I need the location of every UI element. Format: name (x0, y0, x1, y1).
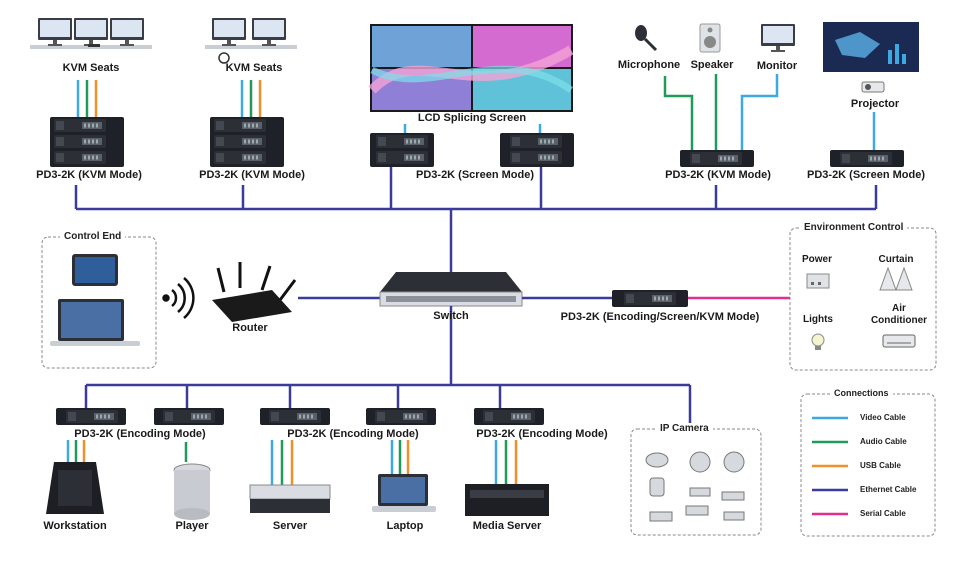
pd3-screen-2-label: PD3-2K (Screen Mode) (807, 169, 925, 181)
lcd-screen-label: LCD Splicing Screen (417, 112, 527, 124)
control-end-box (41, 236, 157, 369)
control-end-title: Control End (60, 231, 126, 242)
environment-title: Environment Control (800, 222, 908, 233)
kvm-seats-1-label: KVM Seats (62, 62, 120, 74)
microphone-label: Microphone (617, 59, 681, 71)
kvm-seats-2 (205, 18, 297, 64)
laptop-icon (372, 474, 436, 512)
pd3-enc-1-label: PD3-2K (Encoding Mode) (74, 428, 206, 440)
lcd-splicing-screen (368, 24, 574, 112)
kvm-seats-1 (30, 18, 152, 49)
kvm-seats-2-label: KVM Seats (225, 62, 283, 74)
top-ethernet-bus (74, 167, 878, 272)
air-conditioner-label: Air Conditioner (870, 303, 928, 326)
projector-screen (823, 22, 919, 72)
pd3-screen-1-label: PD3-2K (Screen Mode) (416, 169, 534, 181)
workstation-icon (46, 462, 104, 514)
pd3-kvm-2-label: PD3-2K (KVM Mode) (199, 169, 305, 181)
workstation-label: Workstation (43, 520, 107, 532)
pd3-multi-unit (612, 290, 688, 307)
speaker-icon (699, 23, 721, 53)
power-icon (806, 273, 830, 289)
switch-label: Switch (433, 310, 469, 322)
switch-icon (379, 272, 523, 307)
router-label: Router (232, 322, 268, 334)
device-cables (66, 440, 518, 485)
pd3-enc-2-label: PD3-2K (Encoding Mode) (287, 428, 419, 440)
lcd-cables (403, 124, 542, 133)
microphone-icon (635, 25, 658, 52)
monitor-label: Monitor (756, 60, 798, 72)
curtain-icon (879, 266, 913, 291)
router-icon (212, 262, 297, 322)
pd3-kvm-3-label: PD3-2K (KVM Mode) (665, 169, 771, 181)
legend-label-ethernet: Ethernet Cable (860, 485, 917, 494)
speaker-label: Speaker (690, 59, 734, 71)
media-server-icon (465, 484, 549, 516)
pd3-screen-unit-2 (830, 150, 904, 167)
air-conditioner-icon (882, 334, 916, 348)
pd3-kvm-1-label: PD3-2K (KVM Mode) (36, 169, 142, 181)
wifi-icon (162, 277, 195, 319)
encoding-units (56, 408, 544, 425)
server-label: Server (272, 520, 308, 532)
pd3-enc-3-label: PD3-2K (Encoding Mode) (476, 428, 608, 440)
ip-camera-title: IP Camera (656, 423, 713, 434)
laptop-label: Laptop (386, 520, 424, 532)
legend-box (800, 393, 936, 537)
kvm1-cables (76, 80, 98, 117)
server-icon (249, 484, 331, 513)
kvm2-cables (240, 80, 262, 117)
pd3-stack-1 (50, 117, 124, 167)
pd3-screen-stack-1 (370, 133, 574, 167)
projector-icon (861, 81, 885, 93)
pd3-stack-2 (210, 117, 284, 167)
legend-label-serial: Serial Cable (860, 509, 906, 518)
ip-camera-box (630, 428, 762, 536)
environment-control-box (789, 227, 937, 371)
power-label: Power (801, 254, 833, 265)
pd3-kvm-unit-3 (680, 150, 754, 167)
lights-icon (811, 333, 825, 350)
bottom-ethernet-bus (84, 306, 692, 425)
lights-label: Lights (803, 314, 833, 325)
monitor-icon (761, 24, 795, 52)
projector-label: Projector (850, 98, 900, 110)
curtain-label: Curtain (878, 254, 914, 265)
legend-label-video: Video Cable (860, 413, 906, 422)
player-icon (173, 463, 211, 520)
legend-title: Connections (830, 388, 893, 398)
media-server-label: Media Server (472, 520, 542, 532)
pd3-multi-label: PD3-2K (Encoding/Screen/KVM Mode) (560, 311, 760, 323)
legend-label-usb: USB Cable (860, 461, 901, 470)
legend-label-audio: Audio Cable (860, 437, 907, 446)
av-cables (663, 74, 779, 150)
player-label: Player (175, 520, 209, 532)
